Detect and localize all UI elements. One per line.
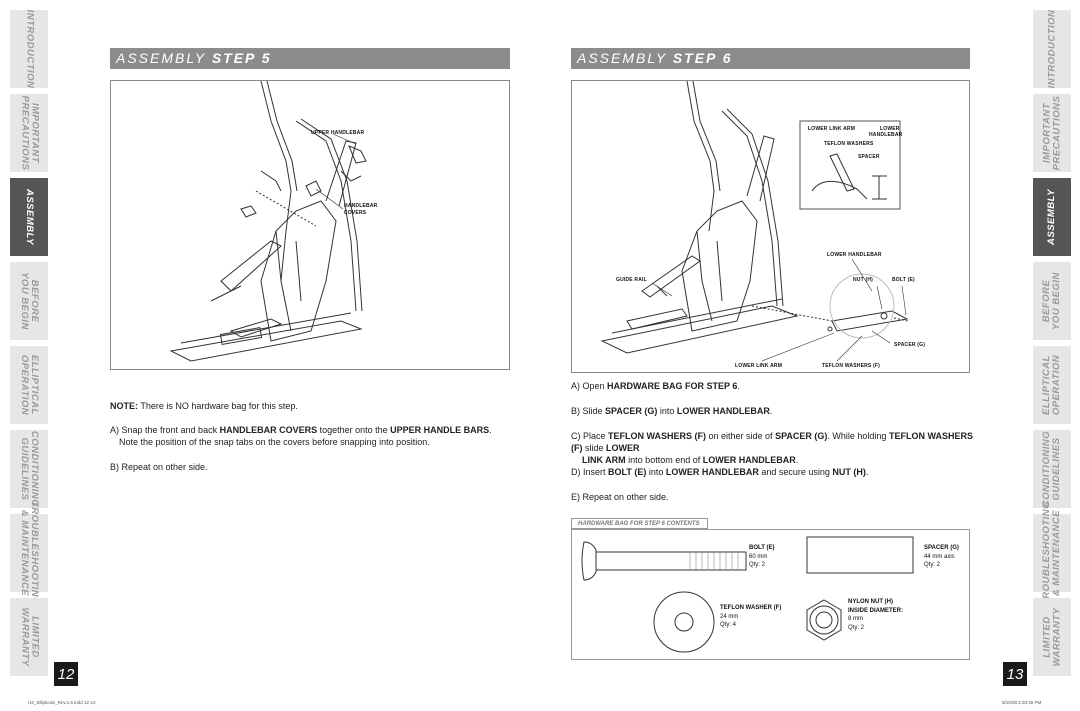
- bolt-e-icon: [581, 541, 747, 581]
- left-tab-label: LIMITED WARRANTY: [19, 607, 41, 667]
- teflon-washer-f-icon: [653, 591, 715, 653]
- right-tab-label: CONDITIONING GUIDELINES: [1041, 430, 1063, 508]
- step6-instruction-a: A) Open HARDWARE BAG FOR STEP 6.: [571, 381, 740, 391]
- callout-spacer-inset: SPACER: [858, 154, 880, 160]
- left-tab-label: IMPORTANT PRECAUTIONS: [19, 95, 40, 171]
- right-tab-label: ASSEMBLY: [1046, 188, 1057, 246]
- elliptical-illustration-step6: [600, 80, 909, 362]
- callout-lower-link-arm: LOWER LINK ARM: [735, 363, 783, 369]
- right-tab-label: ELLIPTICAL OPERATION: [1041, 354, 1062, 416]
- callout-lower-handlebar-inset-line2: HANDLEBAR: [869, 132, 903, 138]
- right-tab-label: IMPORTANT PRECAUTIONS: [1041, 95, 1062, 171]
- left-tab-label: ELLIPTICAL OPERATION: [19, 354, 40, 416]
- callout-bolt-e: BOLT (E): [892, 277, 915, 283]
- callout-handlebar-covers-line1: HANDLEBAR: [344, 203, 378, 209]
- right-tab-label: TROUBLESHOOTING & MAINTENANCE: [1041, 500, 1062, 606]
- left-tab-label: ASSEMBLY: [24, 188, 35, 246]
- step6-instruction-b: B) Slide SPACER (G) into LOWER HANDLEBAR…: [571, 406, 773, 416]
- step6-instruction-c: C) Place TEFLON WASHERS (F) on either si…: [571, 431, 973, 465]
- left-tab-conditioning-guidelines[interactable]: CONDITIONING GUIDELINES: [10, 430, 48, 508]
- left-tab-limited-warranty[interactable]: LIMITED WARRANTY: [10, 598, 48, 676]
- right-tab-conditioning-guidelines[interactable]: CONDITIONING GUIDELINES: [1033, 430, 1071, 508]
- left-tab-introduction[interactable]: INTRODUCTION: [10, 10, 48, 88]
- footer-file-info: HZ_Ellipticals_Rev.1.5.indd 12-13: [28, 700, 96, 705]
- step6-figure: LOWER LINK ARM LOWER HANDLEBAR TEFLON WA…: [571, 80, 970, 373]
- spacer-g-icon: [806, 536, 914, 574]
- callout-lower-link-arm-inset: LOWER LINK ARM: [808, 126, 856, 132]
- left-tab-elliptical-operation[interactable]: ELLIPTICAL OPERATION: [10, 346, 48, 424]
- right-tab-elliptical-operation[interactable]: ELLIPTICAL OPERATION: [1033, 346, 1071, 424]
- right-tab-label: LIMITED WARRANTY: [1041, 607, 1063, 667]
- step5-instruction-a: A) Snap the front and back HANDLEBAR COV…: [110, 425, 492, 447]
- left-tab-assembly[interactable]: ASSEMBLY: [10, 178, 48, 256]
- left-tab-troubleshooting-maintenance[interactable]: TROUBLESHOOTING & MAINTENANCE: [10, 501, 48, 605]
- step5-header: ASSEMBLY STEP 5: [110, 48, 510, 69]
- callout-handlebar-covers-line2: COVERS: [344, 210, 367, 216]
- callout-spacer-g: SPACER (G): [894, 342, 926, 348]
- left-tab-label: INTRODUCTION: [24, 9, 36, 89]
- callout-guide-rail: GUIDE RAIL: [616, 277, 647, 283]
- page-number-right: 13: [1003, 662, 1027, 686]
- callout-teflon-washers-inset: TEFLON WASHERS: [824, 141, 874, 147]
- page-number-left: 12: [54, 662, 78, 686]
- step6-instruction-e: E) Repeat on other side.: [571, 492, 669, 502]
- callout-upper-handlebar: UPPER HANDLEBAR: [311, 130, 365, 136]
- right-tab-limited-warranty[interactable]: LIMITED WARRANTY: [1033, 598, 1071, 676]
- step5-note: NOTE: There is NO hardware bag for this …: [110, 401, 298, 411]
- right-tab-introduction[interactable]: INTRODUCTION: [1033, 10, 1071, 88]
- elliptical-illustration-step5: [169, 80, 367, 362]
- right-tab-assembly[interactable]: ASSEMBLY: [1033, 178, 1071, 256]
- nylon-nut-h-icon: [806, 599, 842, 641]
- right-tab-label: BEFORE YOU BEGIN: [1041, 272, 1062, 330]
- left-tab-before-you-begin[interactable]: BEFORE YOU BEGIN: [10, 262, 48, 340]
- footer-timestamp: 8/15/08 2:30:49 PM: [1002, 700, 1042, 705]
- left-tab-label: CONDITIONING GUIDELINES: [19, 430, 41, 508]
- right-tab-before-you-begin[interactable]: BEFORE YOU BEGIN: [1033, 262, 1071, 340]
- step5-figure: UPPER HANDLEBAR HANDLEBAR COVERS: [110, 80, 510, 370]
- callout-lower-handlebar: LOWER HANDLEBAR: [827, 252, 882, 258]
- left-tab-important-precautions[interactable]: IMPORTANT PRECAUTIONS: [10, 94, 48, 172]
- right-tab-important-precautions[interactable]: IMPORTANT PRECAUTIONS: [1033, 94, 1071, 172]
- callout-lower-handlebar-inset-line1: LOWER: [880, 126, 900, 132]
- step6-header: ASSEMBLY STEP 6: [571, 48, 970, 69]
- callout-teflon-washers-f: TEFLON WASHERS (F): [822, 363, 881, 369]
- step6-instruction-d: D) Insert BOLT (E) into LOWER HANDLEBAR …: [571, 467, 869, 477]
- hardware-bag-title: HARDWARE BAG FOR STEP 6 CONTENTS :: [571, 518, 708, 538]
- callout-nut-h: NUT (H): [853, 277, 874, 283]
- right-tab-troubleshooting-maintenance[interactable]: TROUBLESHOOTING & MAINTENANCE: [1033, 501, 1071, 605]
- left-tab-label: BEFORE YOU BEGIN: [19, 272, 40, 330]
- left-tab-label: TROUBLESHOOTING & MAINTENANCE: [19, 500, 40, 606]
- step5-instruction-b: B) Repeat on other side.: [110, 462, 208, 472]
- right-tab-label: INTRODUCTION: [1046, 9, 1058, 89]
